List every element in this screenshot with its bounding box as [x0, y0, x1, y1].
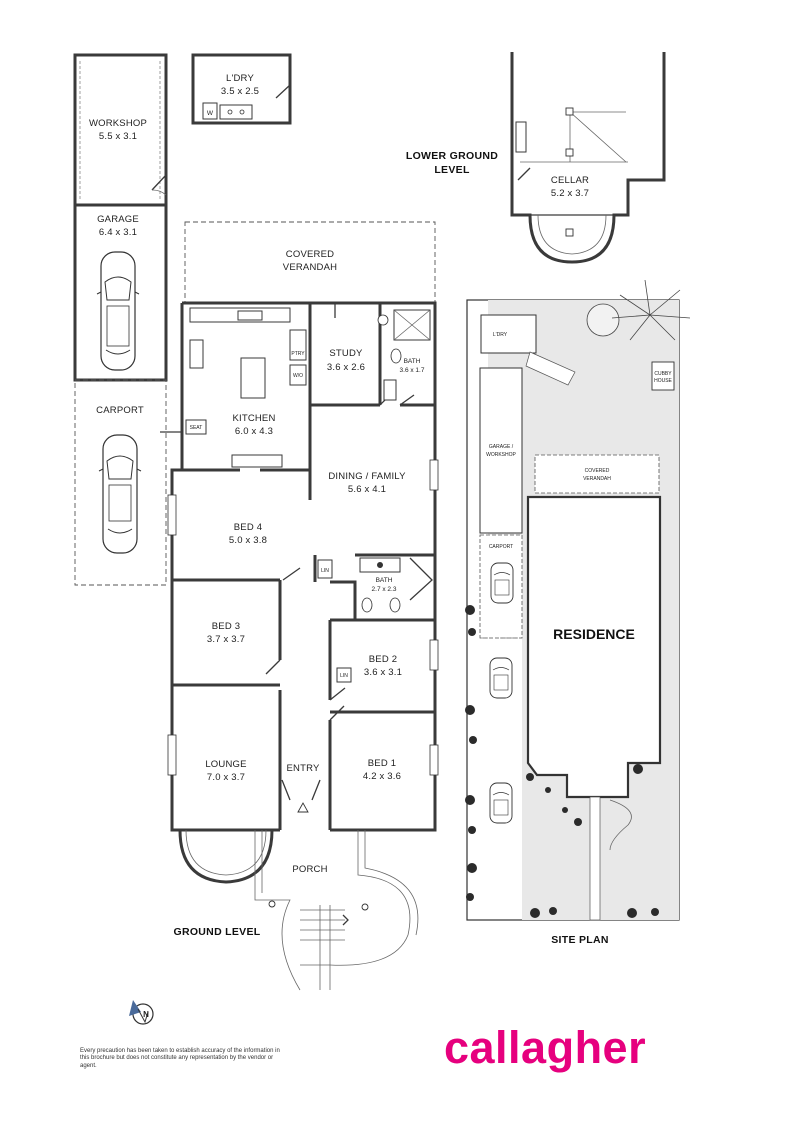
- door-swings: [265, 303, 415, 801]
- entry-name: ENTRY: [286, 763, 319, 774]
- covered-verandah-outline: [184, 221, 436, 303]
- dining-family-name: DINING / FAMILY: [328, 471, 406, 482]
- pantry-label: PTRY: [291, 351, 305, 357]
- bath-lower-name: BATH: [376, 577, 393, 584]
- study-size: 3.6 x 2.6: [327, 362, 365, 373]
- bath-upper-size: 3.6 x 1.7: [400, 367, 425, 374]
- bed2-name: BED 2: [369, 654, 397, 665]
- bed2-size: 3.6 x 3.1: [364, 667, 402, 678]
- workshop-garage-block: [73, 53, 168, 382]
- disclaimer-text: Every precaution has been taken to estab…: [80, 1048, 280, 1069]
- carport-outline: [74, 379, 167, 586]
- compass-letter: N: [143, 1010, 149, 1019]
- bed1-name: BED 1: [368, 758, 396, 769]
- laundry-size: 3.5 x 2.5: [221, 86, 259, 97]
- garage-name: GARAGE: [97, 214, 139, 225]
- porch-name: PORCH: [292, 864, 327, 875]
- linen-label-2: LIN: [340, 673, 348, 679]
- kitchen-fixtures: [160, 307, 307, 468]
- lower-ground-level-label-2: LEVEL: [434, 164, 470, 176]
- carport-car-icon: [98, 434, 142, 554]
- linen-label-1: LIN: [321, 568, 329, 574]
- washer-label: W: [207, 110, 214, 117]
- cellar-block: [510, 52, 666, 264]
- site-plan: [466, 299, 680, 921]
- seat-label: SEAT: [190, 425, 203, 431]
- garage-size: 6.4 x 3.1: [99, 227, 137, 238]
- site-carport-label: CARPORT: [489, 544, 513, 550]
- study-name: STUDY: [329, 348, 363, 359]
- bed3-name: BED 3: [212, 621, 240, 632]
- cellar-name: CELLAR: [551, 175, 589, 186]
- lounge-size: 7.0 x 3.7: [207, 772, 245, 783]
- wine-label: W/O: [293, 373, 303, 379]
- bed1-size: 4.2 x 3.6: [363, 771, 401, 782]
- kitchen-size: 6.0 x 4.3: [235, 426, 273, 437]
- workshop-name: WORKSHOP: [89, 118, 147, 129]
- bath-lower-size: 2.7 x 2.3: [372, 586, 397, 593]
- workshop-size: 5.5 x 3.1: [99, 131, 137, 142]
- bed3-size: 3.7 x 3.7: [207, 634, 245, 645]
- window-markers: [167, 459, 439, 776]
- bath-upper-name: BATH: [404, 358, 421, 365]
- verandah-line1: COVERED: [286, 249, 334, 260]
- bed4-name: BED 4: [234, 522, 262, 533]
- site-garage-workshop-line2: WORKSHOP: [486, 452, 516, 458]
- bath-lower-fixtures: [317, 557, 433, 683]
- kitchen-name: KITCHEN: [232, 413, 275, 424]
- lounge-name: LOUNGE: [205, 759, 246, 770]
- cellar-size: 5.2 x 3.7: [551, 188, 589, 199]
- site-laundry-label: L'DRY: [493, 332, 508, 338]
- lower-ground-level-label-1: LOWER GROUND: [406, 150, 498, 162]
- site-verandah-line1: COVERED: [585, 468, 610, 474]
- site-cubby-line1: CUBBY: [654, 371, 672, 377]
- entry-arrow-icon: [297, 802, 309, 813]
- house-interior-walls: [172, 303, 435, 830]
- site-plan-label: SITE PLAN: [551, 934, 609, 946]
- site-garage-workshop-line1: GARAGE /: [489, 444, 514, 450]
- verandah-line2: VERANDAH: [283, 262, 337, 273]
- laundry-name: L'DRY: [226, 73, 254, 84]
- dining-family-size: 5.6 x 4.1: [348, 484, 386, 495]
- site-vegetation: [465, 279, 691, 918]
- bath-upper-fixtures: [377, 309, 431, 401]
- site-verandah-line2: VERANDAH: [583, 476, 611, 482]
- ground-level-label: GROUND LEVEL: [173, 926, 260, 938]
- porch-outline: [254, 830, 419, 991]
- garage-car-icon: [96, 251, 140, 371]
- north-compass-icon: [129, 1000, 154, 1025]
- carport-name: CARPORT: [96, 405, 144, 416]
- bed4-size: 5.0 x 3.8: [229, 535, 267, 546]
- residence-label: RESIDENCE: [553, 626, 635, 642]
- laundry-block: [191, 53, 292, 125]
- brand-logo: callagher: [444, 1022, 647, 1073]
- site-cubby-line2: HOUSE: [654, 378, 672, 384]
